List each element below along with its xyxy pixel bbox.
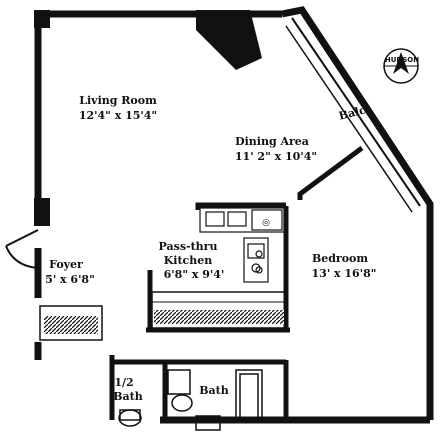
compass-label: HUDSON	[385, 56, 419, 64]
sink-icon: ◎	[262, 218, 270, 228]
north-arrow-icon	[393, 52, 409, 74]
half-bath-name-line1: 1/2	[114, 376, 133, 389]
foyer-closet	[39, 305, 103, 341]
kitchen-cabinets-upper	[199, 207, 285, 233]
living-room-dims: 12'4" x 15'4"	[79, 109, 157, 122]
balcony-railing	[291, 17, 421, 207]
entry-door	[5, 229, 39, 269]
column-top-center	[196, 10, 262, 70]
balcony-railing-inner	[285, 25, 413, 213]
kitchen-name-line2: Kitchen	[164, 254, 213, 267]
bath-name: Bath	[199, 384, 229, 397]
half-bath-fixtures	[118, 409, 142, 427]
kitchen-dims: 6'8" x 9'4'	[164, 268, 225, 281]
exterior-walls	[34, 6, 434, 424]
bedroom-name: Bedroom	[312, 252, 368, 265]
bedroom-dims: 13' x 16'8"	[312, 267, 377, 280]
half-bath-name-line2: Bath	[113, 390, 143, 403]
bath-fixtures	[167, 369, 263, 431]
compass: HUDSON	[383, 48, 419, 84]
stove-burners	[255, 250, 263, 274]
foyer-name: Foyer	[49, 258, 83, 271]
balcony-name: Balc.	[337, 103, 370, 123]
kitchen-appliances	[243, 237, 269, 283]
foyer-dims: 5' x 6'8"	[45, 273, 95, 286]
kitchen-name-line1: Pass-thru	[159, 240, 218, 253]
living-room-name: Living Room	[79, 94, 157, 107]
kitchen-counter	[151, 291, 287, 329]
dining-area-dims: 11' 2" x 10'4"	[235, 150, 317, 163]
column-left-mid	[34, 198, 50, 226]
interior-walls	[109, 145, 364, 420]
dining-area-name: Dining Area	[235, 135, 309, 148]
column-top-left	[34, 10, 50, 28]
